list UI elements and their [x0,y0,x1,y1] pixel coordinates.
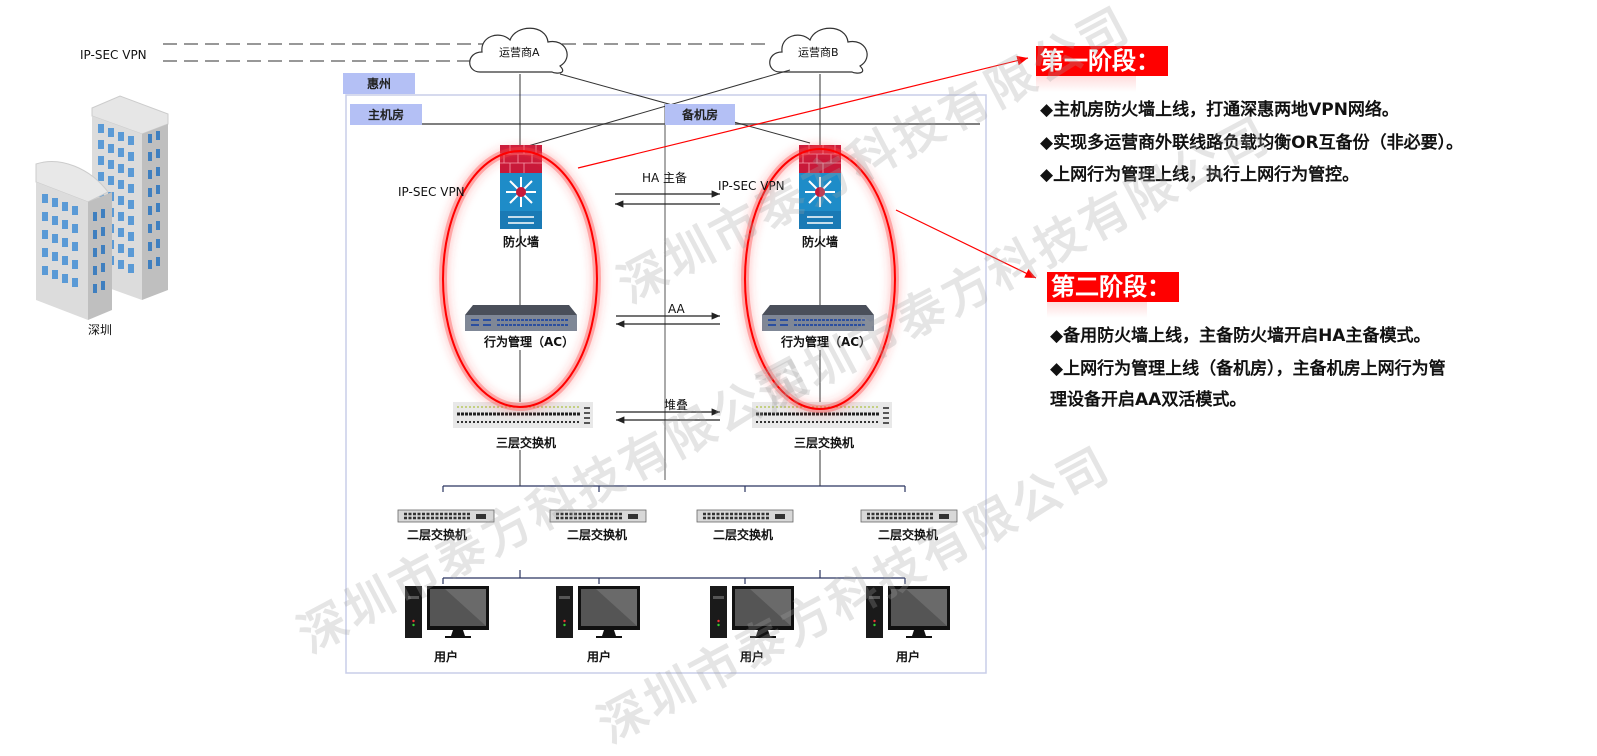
huizhou-tag: 惠州 [343,73,415,94]
ha-link-label: HA 主备 [642,171,688,185]
vpn-label-center: IP-SEC VPN [718,179,785,193]
huizhou-region-box [345,94,987,674]
firewall-icon-main [500,145,542,229]
l2-switch-icon [397,509,495,523]
user-pc-icon [556,586,640,638]
l2-switch-label: 二层交换机 [567,528,628,542]
l2-switch-icon [696,509,794,523]
stage1-title: 第一阶段： [1036,46,1168,76]
user-pc-icon [710,586,794,638]
firewall-label-backup: 防火墙 [802,235,839,249]
l2-switch-label: 二层交换机 [407,528,468,542]
building-icon-shenzhen [35,95,169,320]
l2-switch-label: 二层交换机 [713,528,774,542]
isp-a-label: 运营商A [499,46,540,59]
firewall-label-main: 防火墙 [503,235,540,249]
callout-arrow-stage2 [895,209,1037,279]
user-label: 用户 [896,650,921,664]
ac-device-icon-main [465,305,577,331]
firewall-icon-backup [799,145,841,229]
stage2-bullet: ◆上网行为管理上线（备机房），主备机房上网行为管 [1050,359,1446,379]
user-pc-icon [405,586,489,638]
main-room-tag: 主机房 [350,104,422,125]
network-diagram [35,27,1037,674]
stack-link-label: 堆叠 [664,398,689,412]
l2-switch-icon [860,509,958,523]
l2-switch-label: 二层交换机 [878,528,939,542]
user-label: 用户 [587,650,612,664]
l2-switch-icon [549,509,647,523]
stage1-bullet: ◆主机房防火墙上线，打通深惠两地VPN网络。 [1040,100,1399,120]
cloud-icon-isp-b [769,27,868,74]
user-pc-icon [866,586,950,638]
stage1-bullet: ◆上网行为管理上线，执行上网行为管控。 [1040,165,1360,185]
cloud-icon-isp-a [469,27,568,74]
shenzhen-label: 深圳 [88,323,113,337]
l3-switch-label-main: 三层交换机 [496,436,557,450]
ac-label-backup: 行为管理（AC） [781,335,872,349]
stage2-bullet: 理设备开启AA双活模式。 [1050,390,1247,410]
ac-device-icon-backup [762,305,874,331]
backup-room-tag: 备机房 [665,104,735,125]
user-label: 用户 [434,650,459,664]
vpn-label-top: IP-SEC VPN [80,48,147,62]
stage2-title: 第二阶段： [1047,272,1179,302]
stage2-title-reflection [1047,302,1147,318]
user-label: 用户 [740,650,765,664]
callout-arrow-stage1 [577,55,1029,169]
vpn-label-main: IP-SEC VPN [398,185,465,199]
isp-b-label: 运营商B [798,46,839,59]
aa-link-label: AA [668,302,685,316]
l3-switch-label-backup: 三层交换机 [794,436,855,450]
stage1-bullet: ◆实现多运营商外联线路负载均衡OR互备份（非必要）。 [1040,133,1464,153]
stage2-bullet: ◆备用防火墙上线，主备防火墙开启HA主备模式。 [1050,326,1431,346]
ac-label-main: 行为管理（AC） [484,335,575,349]
stage1-title-reflection [1036,76,1136,92]
